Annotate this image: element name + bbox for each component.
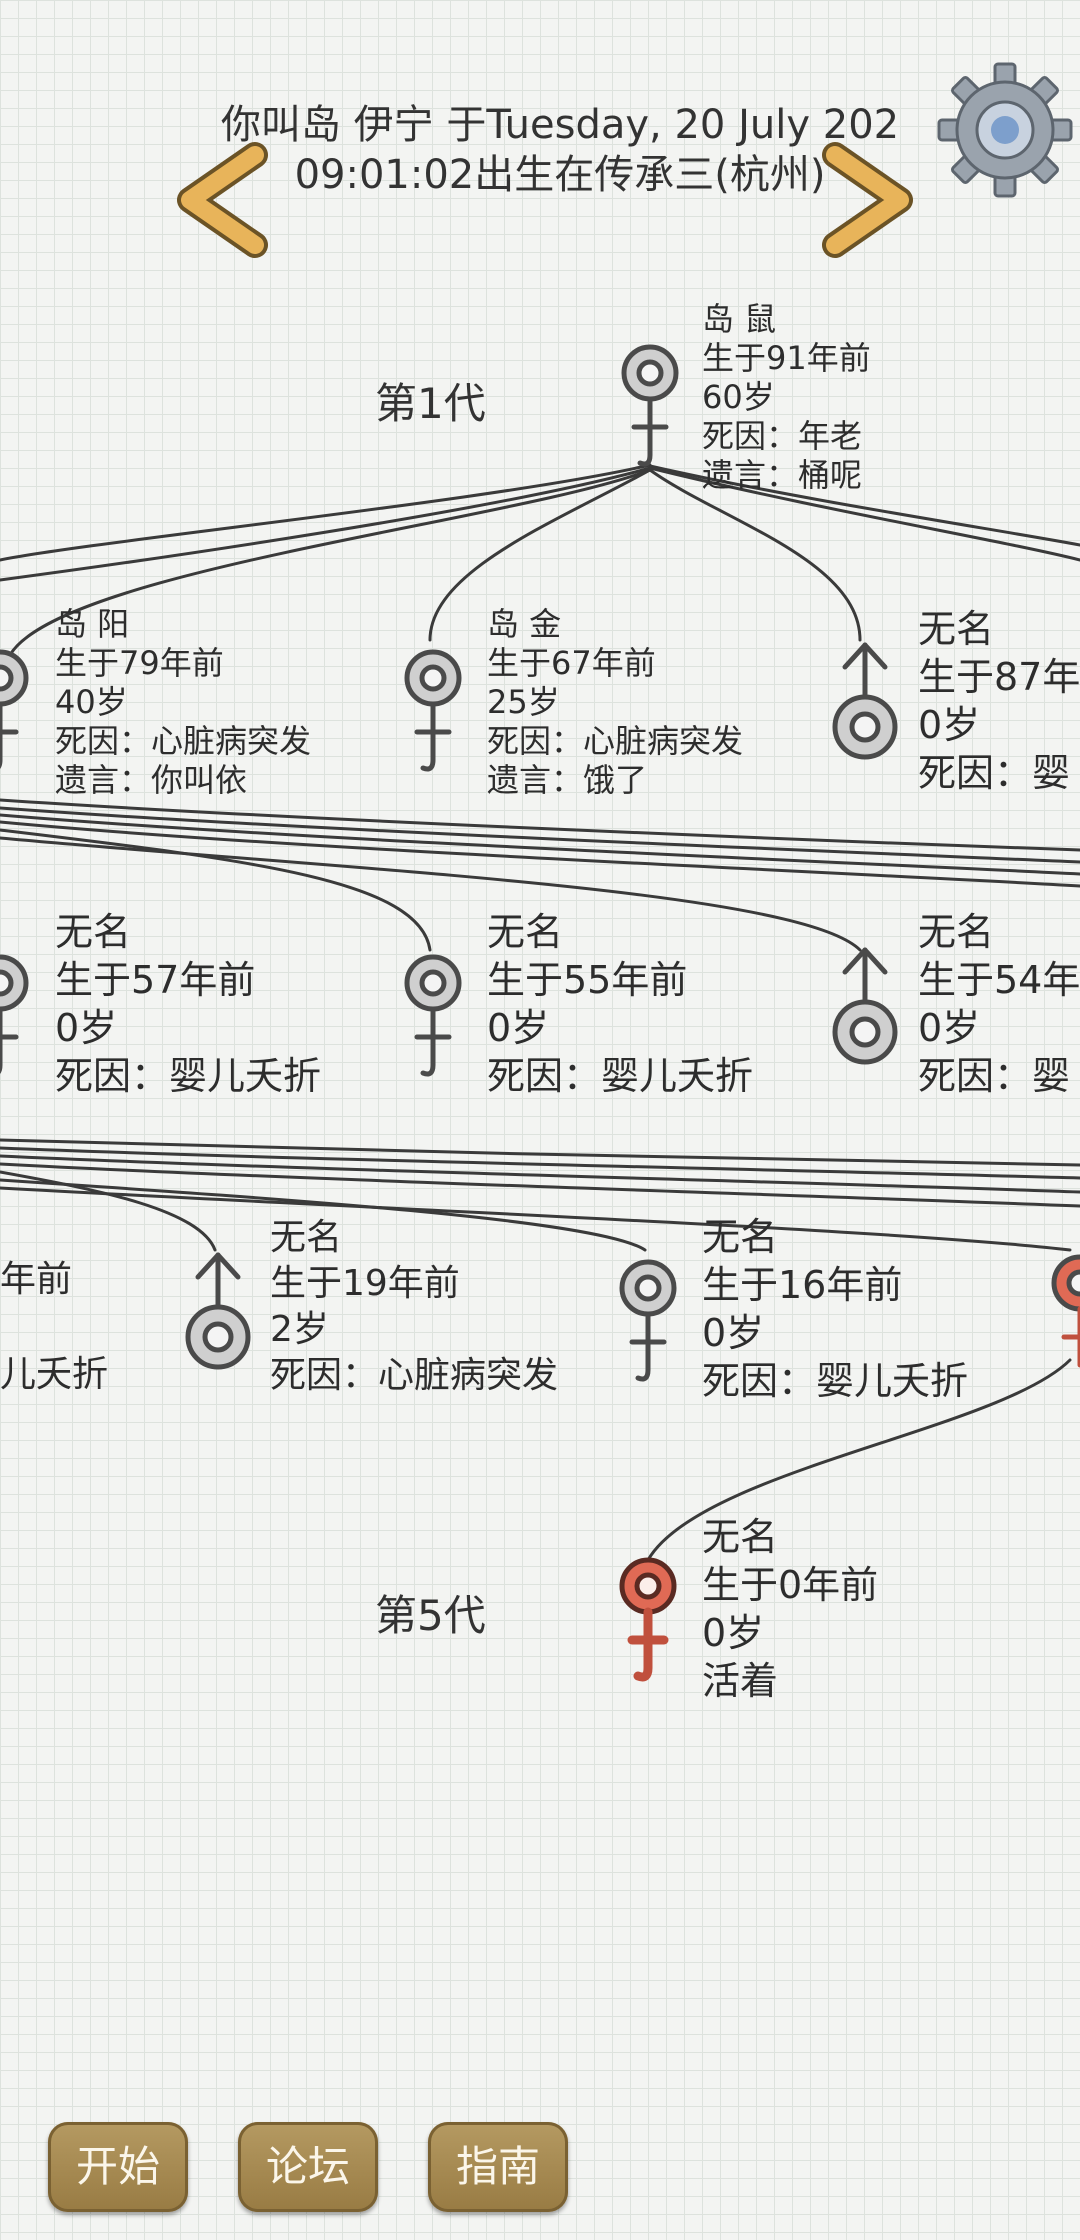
settings-gear-icon[interactable] [935,60,1075,200]
female-symbol-icon[interactable] [1040,1245,1080,1385]
previous-arrow-icon[interactable] [165,140,275,260]
male-symbol-icon[interactable] [825,635,905,775]
member-will: 遗言：饿了 [487,761,648,799]
next-arrow-icon[interactable] [815,140,925,260]
member-age: 0岁 [55,1006,118,1050]
member-age: 60岁 [702,378,775,416]
member-born: 生于57年前 [55,958,256,1002]
member-age: 0岁 [487,1006,550,1050]
member-death: 死因：婴儿夭折 [55,1054,322,1098]
member-death: 死因：年老 [702,417,863,455]
female-symbol-icon[interactable] [0,945,40,1085]
member-age: 0岁 [702,1311,765,1355]
member-name: 无名 [55,910,132,954]
member-born: 生于87年 [918,655,1080,699]
member-death: 死因：婴儿夭折 [487,1054,754,1098]
member-death: 死因：心脏病突发 [55,722,312,760]
member-born: 生于79年前 [55,644,224,682]
guide-button[interactable]: 指南 [428,2122,568,2212]
member-born: 生于0年前 [702,1563,879,1607]
member-age: 0岁 [702,1611,765,1655]
male-symbol-icon[interactable] [178,1245,258,1385]
generation-1-label: 第1代 [375,379,486,428]
member-will: 遗言：你叫依 [55,761,248,799]
member-born: 生于16年前 [702,1263,903,1307]
family-member-node[interactable]: 无名 生于0年前 0岁 活着 [702,1513,878,1705]
member-born-partial: 年前 [0,1259,73,1300]
member-name: 无名 [918,910,995,954]
male-symbol-icon[interactable] [825,940,905,1080]
family-member-node[interactable]: 无名 生于87年 0岁 死因：婴 [918,605,1080,797]
member-death-partial: 儿夭折 [0,1354,109,1395]
member-born: 生于54年 [918,958,1080,1002]
female-symbol-icon[interactable] [393,640,473,780]
member-age: 0岁 [918,1006,981,1050]
family-member-node[interactable]: 岛 阳 生于79年前 40岁 死因：心脏病突发 遗言：你叫依 [55,605,311,800]
member-will: 遗言：桶呢 [702,456,863,494]
member-name: 无名 [487,910,564,954]
member-name: 岛 鼠 [702,300,777,338]
family-member-node[interactable]: 无名 生于55年前 0岁 死因：婴儿夭折 [487,908,753,1100]
member-death: 死因：婴儿夭折 [702,1359,969,1403]
member-name: 无名 [918,607,995,651]
member-name: 无名 [702,1515,779,1559]
member-age: 40岁 [55,683,128,721]
female-symbol-icon[interactable] [0,640,40,780]
member-name: 岛 金 [487,605,562,643]
member-death: 死因：心脏病突发 [270,1355,559,1396]
female-symbol-icon[interactable] [608,1250,688,1390]
member-age: 25岁 [487,683,560,721]
member-age: 0岁 [918,703,981,747]
family-member-node[interactable]: 无名 生于16年前 0岁 死因：婴儿夭折 [702,1213,968,1405]
header-line-1: 你叫岛 伊宁 于Tuesday, 20 July 202 [220,102,900,148]
member-name: 无名 [702,1215,779,1259]
member-born: 生于55年前 [487,958,688,1002]
start-button[interactable]: 开始 [48,2122,188,2212]
female-symbol-current-icon[interactable] [608,1548,688,1688]
member-born: 生于67年前 [487,644,656,682]
female-symbol-icon[interactable] [393,945,473,1085]
family-member-node[interactable]: 无名 生于57年前 0岁 死因：婴儿夭折 [55,908,321,1100]
member-name: 无名 [270,1217,343,1258]
family-member-node[interactable]: 岛 鼠 生于91年前 60岁 死因：年老 遗言：桶呢 [702,300,871,495]
female-symbol-icon[interactable] [610,335,690,475]
family-member-node[interactable]: 无名 生于54年 0岁 死因：婴 [918,908,1080,1100]
forum-button[interactable]: 论坛 [238,2122,378,2212]
header-line-2: 09:01:02出生在传承三(杭州) [294,152,826,198]
member-death: 死因：婴 [918,751,1071,795]
family-member-node[interactable]: 岛 金 生于67年前 25岁 死因：心脏病突发 遗言：饿了 [487,605,743,800]
generation-5-label: 第5代 [375,1591,486,1640]
member-age: 2岁 [270,1309,329,1350]
birth-info-header: 你叫岛 伊宁 于Tuesday, 20 July 202 09:01:02出生在… [180,100,940,200]
family-member-node[interactable]: 无名 生于19年前 2岁 死因：心脏病突发 [270,1215,558,1399]
member-name: 岛 阳 [55,605,130,643]
member-status: 活着 [702,1659,779,1703]
member-born: 生于91年前 [702,339,871,377]
member-born: 生于19年前 [270,1263,460,1304]
member-death: 死因：婴 [918,1054,1071,1098]
member-death: 死因：心脏病突发 [487,722,744,760]
